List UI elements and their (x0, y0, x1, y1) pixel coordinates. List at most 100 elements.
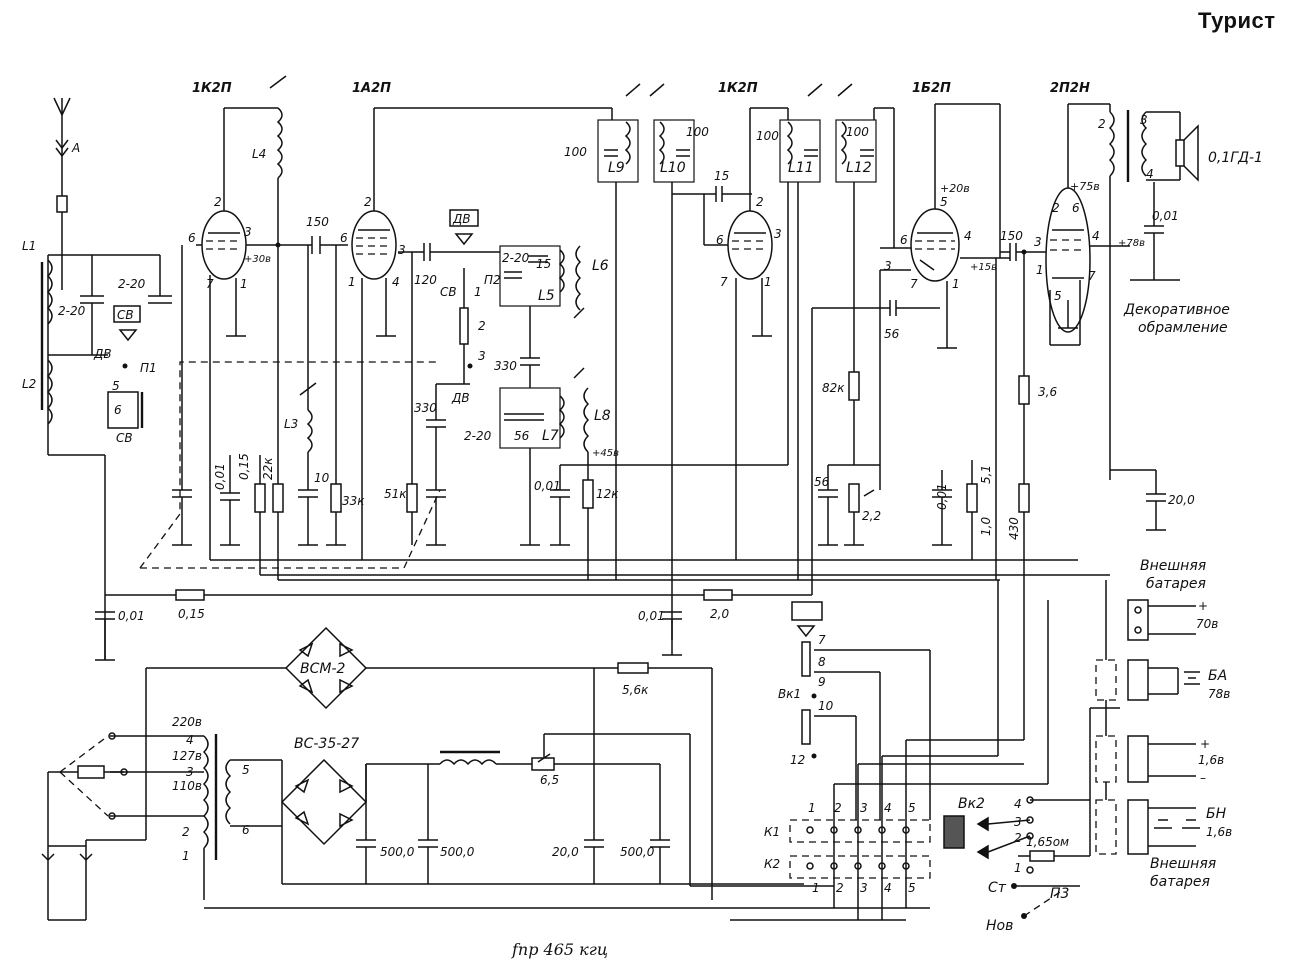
svg-text:7: 7 (818, 633, 826, 647)
component-row-1: 0,01 0,15 22к 10 33к (172, 245, 365, 575)
if-frequency-note: fпр 465 кгц (512, 940, 608, 959)
svg-text:10: 10 (818, 699, 834, 713)
cap-500-c: 500,0 (620, 845, 655, 859)
res-5-1: 5,1 (979, 465, 993, 484)
switch-vk1: 7 8 9 10 12 Вк1 (778, 601, 931, 820)
speaker-label: 0,1ГД-1 (1208, 150, 1263, 166)
cap-100-d: 100 (846, 125, 869, 139)
dv-label-3: ДВ (451, 391, 470, 405)
v30-label: +30в (244, 254, 271, 265)
svg-text:5: 5 (242, 763, 250, 777)
v16-label: 1,6в (1198, 753, 1224, 767)
svg-text:1: 1 (764, 275, 772, 289)
svg-text:2: 2 (756, 195, 764, 209)
svg-text:+: + (1198, 599, 1208, 613)
l11-label: L11 (788, 160, 814, 176)
decor-label: Декоративное (1123, 302, 1230, 318)
res-5-6k: 5,6к (622, 683, 649, 697)
if-transformer-1: 100 L9 100 L10 15 (564, 83, 752, 640)
tube-1-label: 1К2П (192, 81, 232, 96)
res-430: 430 (1007, 517, 1021, 540)
cap-001-b: 0,01 (534, 479, 561, 493)
sv-label: СВ (117, 308, 134, 322)
dropping-resistor-5-6k: 5,6к (594, 662, 713, 900)
cap-330-a: 330 (414, 401, 437, 415)
svg-text:6: 6 (900, 233, 908, 247)
svg-text:6: 6 (188, 231, 196, 245)
svg-text:2: 2 (478, 319, 486, 333)
tube-1-mixer: 1К2П 6 2 7 1 3 +30в (188, 81, 271, 560)
l2-label: L2 (22, 377, 36, 391)
ext-bat-2b: батарея (1150, 874, 1210, 890)
st-label: Ст (988, 880, 1007, 896)
svg-text:12: 12 (790, 753, 805, 767)
tube-2-label: 1А2П (352, 81, 391, 96)
cap-100-c: 100 (756, 129, 779, 143)
k2-label: К2 (764, 857, 780, 871)
svg-text:1: 1 (240, 277, 248, 291)
trimmer-caps-input: 2-20 2-20 (58, 254, 172, 355)
mains-127: 127в (172, 749, 202, 763)
v75-label: +75в (1070, 180, 1100, 193)
ext-bat-2: Внешняя (1150, 856, 1216, 872)
vk1-label: Вк1 (778, 687, 801, 701)
nov-label: Нов (986, 918, 1013, 934)
decor-label-2: обрамление (1138, 320, 1228, 336)
svg-text:3: 3 (1034, 235, 1042, 249)
svg-text:5: 5 (112, 379, 120, 393)
res-51k: 51к (384, 487, 407, 501)
l6-label: L6 (592, 258, 609, 274)
l5-label: L5 (538, 288, 555, 304)
switch-k1-k2: К1 К2 1 2 3 4 5 1 2 3 4 5 (690, 739, 1048, 921)
svg-text:2: 2 (214, 195, 222, 209)
svg-text:1: 1 (1036, 263, 1044, 277)
svg-text:4: 4 (392, 275, 400, 289)
mains-110: 110в (172, 779, 202, 793)
vk2-label: Вк2 (958, 796, 985, 812)
cap-20-b: 20,0 (552, 845, 579, 859)
k1-label: К1 (764, 825, 780, 839)
oscillator-tank: 2-20 15 L5 L6 330 2-20 56 L7 L8 +45в (464, 245, 619, 580)
res-1-65: 1,65ом (1026, 835, 1069, 849)
l1-label: L1 (22, 239, 36, 253)
svg-text:2: 2 (1052, 201, 1060, 215)
cap-150-b: 150 (1000, 229, 1023, 243)
switch-p2: ДВ 120 СВ П2 1 2 3 ДВ (398, 209, 501, 405)
cap-15-b: 15 (714, 169, 729, 183)
cap-56-b: 56 (884, 327, 900, 341)
cap-001-e: 0,01 (118, 609, 145, 623)
svg-text:7: 7 (1088, 269, 1096, 283)
switch-vk2: Вк2 4 3 2 1 1,65ом Ст Нов П3 (943, 796, 1090, 934)
cap-001-f: 0,01 (638, 609, 665, 623)
v15-label: +15в (970, 262, 997, 273)
cap-2-20-a: 2-20 (58, 304, 86, 318)
res-22k: 22к (261, 457, 275, 480)
v70-label: 70в (1196, 617, 1218, 631)
rectifier-2-label: ВС-35-27 (294, 736, 359, 752)
res-3-6: 3,6 (1038, 385, 1057, 399)
svg-text:5: 5 (1054, 289, 1062, 303)
input-coils: L1 L2 (22, 239, 108, 456)
l10-label: L10 (660, 160, 686, 176)
l4-label: L4 (252, 147, 266, 161)
svg-text:4: 4 (1092, 229, 1100, 243)
svg-text:4: 4 (1146, 167, 1154, 181)
svg-text:2: 2 (1014, 831, 1022, 845)
res-1-0: 1,0 (979, 517, 993, 536)
svg-text:3: 3 (1140, 113, 1148, 127)
bn-v-label: 1,6в (1206, 825, 1232, 839)
v20-label: +20в (940, 182, 970, 195)
tube-5-output: 2П2Н +75в 2 6 3 4 1 7 5 +78в (1034, 81, 1145, 346)
svg-text:1: 1 (952, 277, 960, 291)
svg-text:3: 3 (1014, 815, 1022, 829)
rectifier-bridge-vc3527: ВС-35-27 (280, 736, 440, 884)
res-6-5: 6,5 (540, 773, 559, 787)
res-33k: 33к (342, 494, 365, 508)
output-transformer: 2 3 4 0,1ГД-1 0,01 Декоративное обрамлен… (1098, 104, 1263, 480)
tube-3-if-amp: 1К2П 2 6 3 7 1 (703, 81, 788, 560)
svg-text:3: 3 (478, 349, 486, 363)
cap-150-label: 150 (306, 215, 329, 229)
svg-text:5: 5 (940, 195, 948, 209)
res-2-2: 2,2 (862, 509, 881, 523)
